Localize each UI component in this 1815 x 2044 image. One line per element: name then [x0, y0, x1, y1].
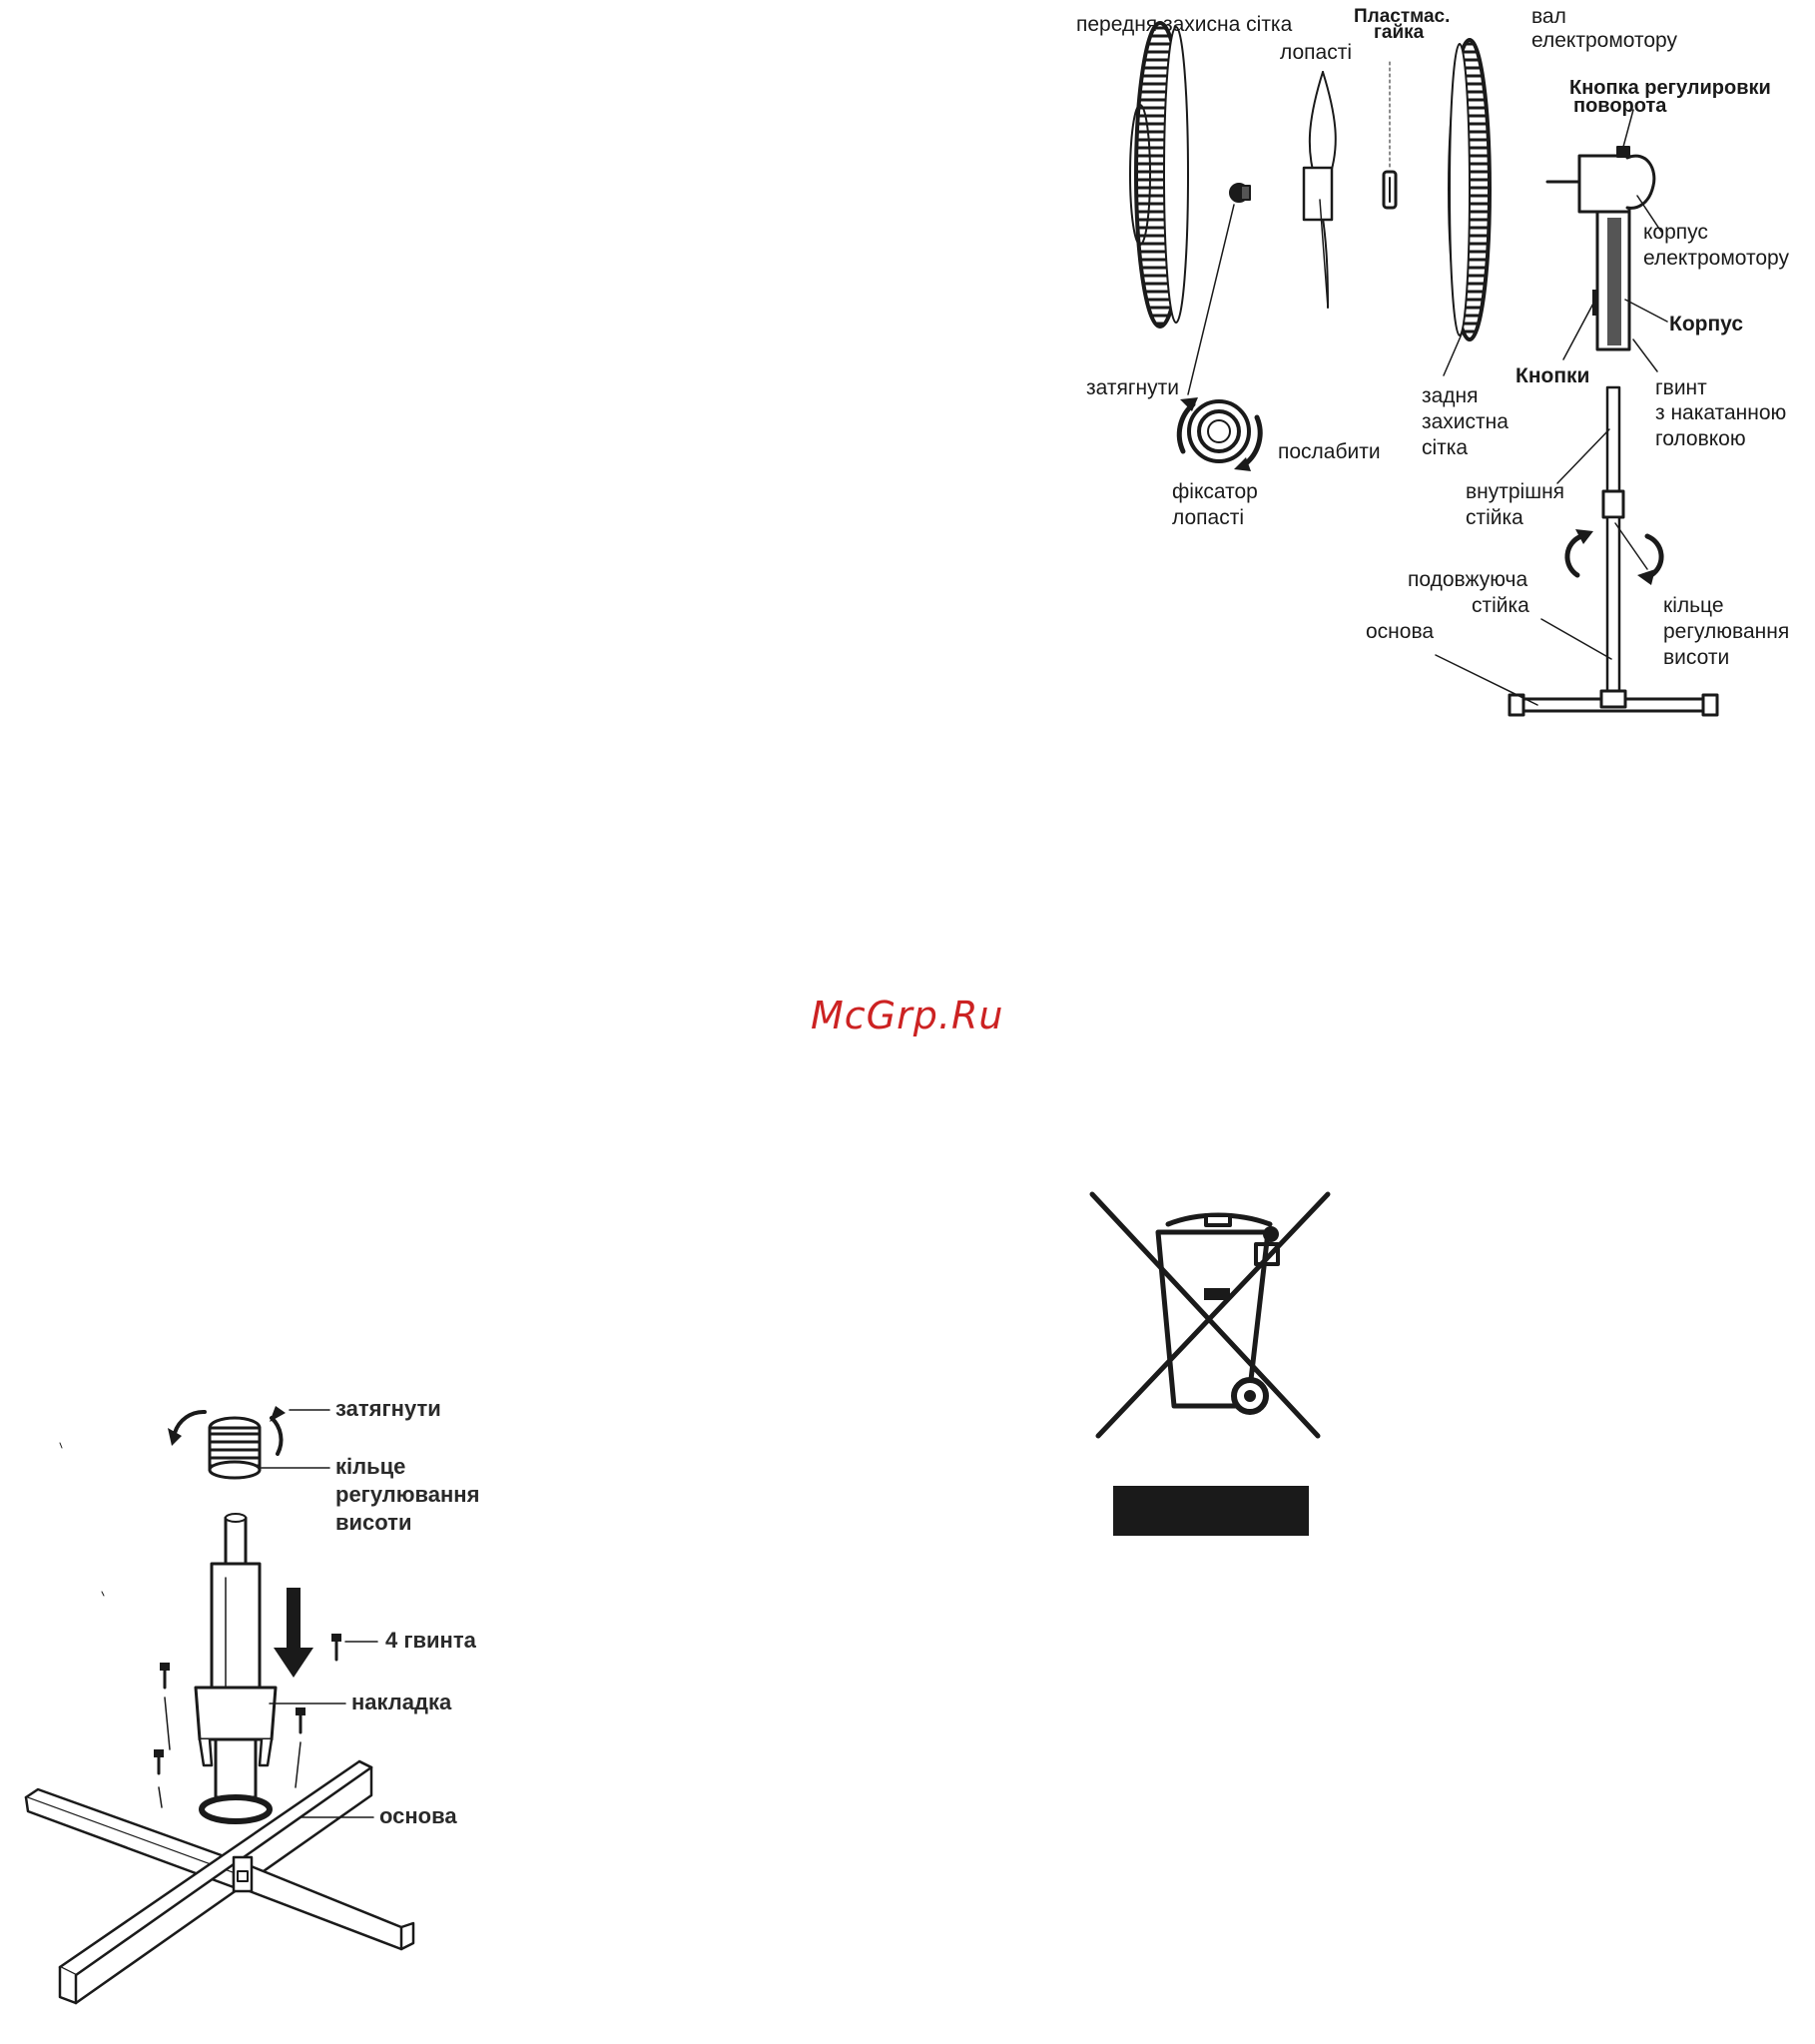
plastic-nut-drawing: [1382, 61, 1398, 210]
label-motor-housing-2: електромотору: [1643, 247, 1789, 270]
label-extension-pole-1: подовжуюча: [1408, 568, 1528, 591]
label-front-grille: передня захисна сітка: [1076, 13, 1293, 36]
blades-drawing: [1302, 71, 1337, 309]
label-rear-grille-2: захистна: [1422, 410, 1509, 433]
front-grille-drawing: [1129, 21, 1189, 329]
label-rotation-knob-1: Кнопка регулировки: [1569, 77, 1771, 99]
label-height-ring-2: регулювання: [1663, 620, 1790, 643]
label-base-height-ring-1: кільце: [335, 1454, 406, 1479]
base-assembly-drawing: [24, 1406, 415, 2005]
label-blade-lock-1: фіксатор: [1172, 480, 1258, 503]
label-base-tighten: затягнути: [335, 1396, 441, 1421]
label-knurled-screw-1: гвинт: [1655, 376, 1707, 399]
label-knurled-screw-2: з накатанною: [1655, 401, 1787, 424]
label-base-cover: накладка: [351, 1690, 452, 1714]
label-base-screws: 4 гвинта: [385, 1628, 476, 1653]
weee-bin-icon: [1089, 1191, 1331, 1536]
label-motor-shaft-1: вал: [1531, 5, 1566, 28]
label-blade-lock-2: лопасті: [1172, 506, 1245, 529]
label-base-height-ring-2: регулювання: [335, 1482, 480, 1507]
label-rear-grille-1: задня: [1422, 384, 1479, 407]
label-motor-housing-1: корпус: [1643, 221, 1708, 244]
label-motor-shaft-2: електромотору: [1531, 29, 1677, 52]
label-height-ring-3: висоти: [1663, 646, 1730, 669]
label-buttons: Кнопки: [1515, 364, 1590, 387]
label-rear-grille-3: сітка: [1422, 436, 1469, 459]
label-body: Корпус: [1669, 313, 1743, 336]
blade-lock-drawing: [1176, 183, 1263, 471]
label-tighten-top: затягнути: [1086, 376, 1179, 399]
label-loosen: послабити: [1278, 440, 1381, 463]
label-extension-pole-2: стійка: [1472, 594, 1529, 617]
label-plastic-nut-1: Пластмас.: [1354, 6, 1451, 27]
label-base-height-ring-3: висоти: [335, 1510, 412, 1535]
motor-assembly-drawing: [1545, 109, 1668, 372]
stand-drawing: [1435, 385, 1719, 717]
label-plastic-nut-2: гайка: [1374, 22, 1425, 43]
label-inner-pole-2: стійка: [1466, 506, 1523, 529]
label-inner-pole-1: внутрішня: [1466, 480, 1565, 503]
label-knurled-screw-3: головкою: [1655, 427, 1746, 450]
weee-bar: [1113, 1486, 1309, 1536]
label-rotation-knob-2: поворота: [1573, 95, 1667, 117]
label-base-base: основа: [379, 1803, 457, 1828]
rear-grille-drawing: [1443, 38, 1492, 376]
label-base-top: основа: [1366, 620, 1435, 643]
label-height-ring-1: кільце: [1663, 594, 1724, 617]
label-blades: лопасті: [1280, 41, 1353, 64]
watermark: McGrp.Ru: [811, 994, 1004, 1037]
